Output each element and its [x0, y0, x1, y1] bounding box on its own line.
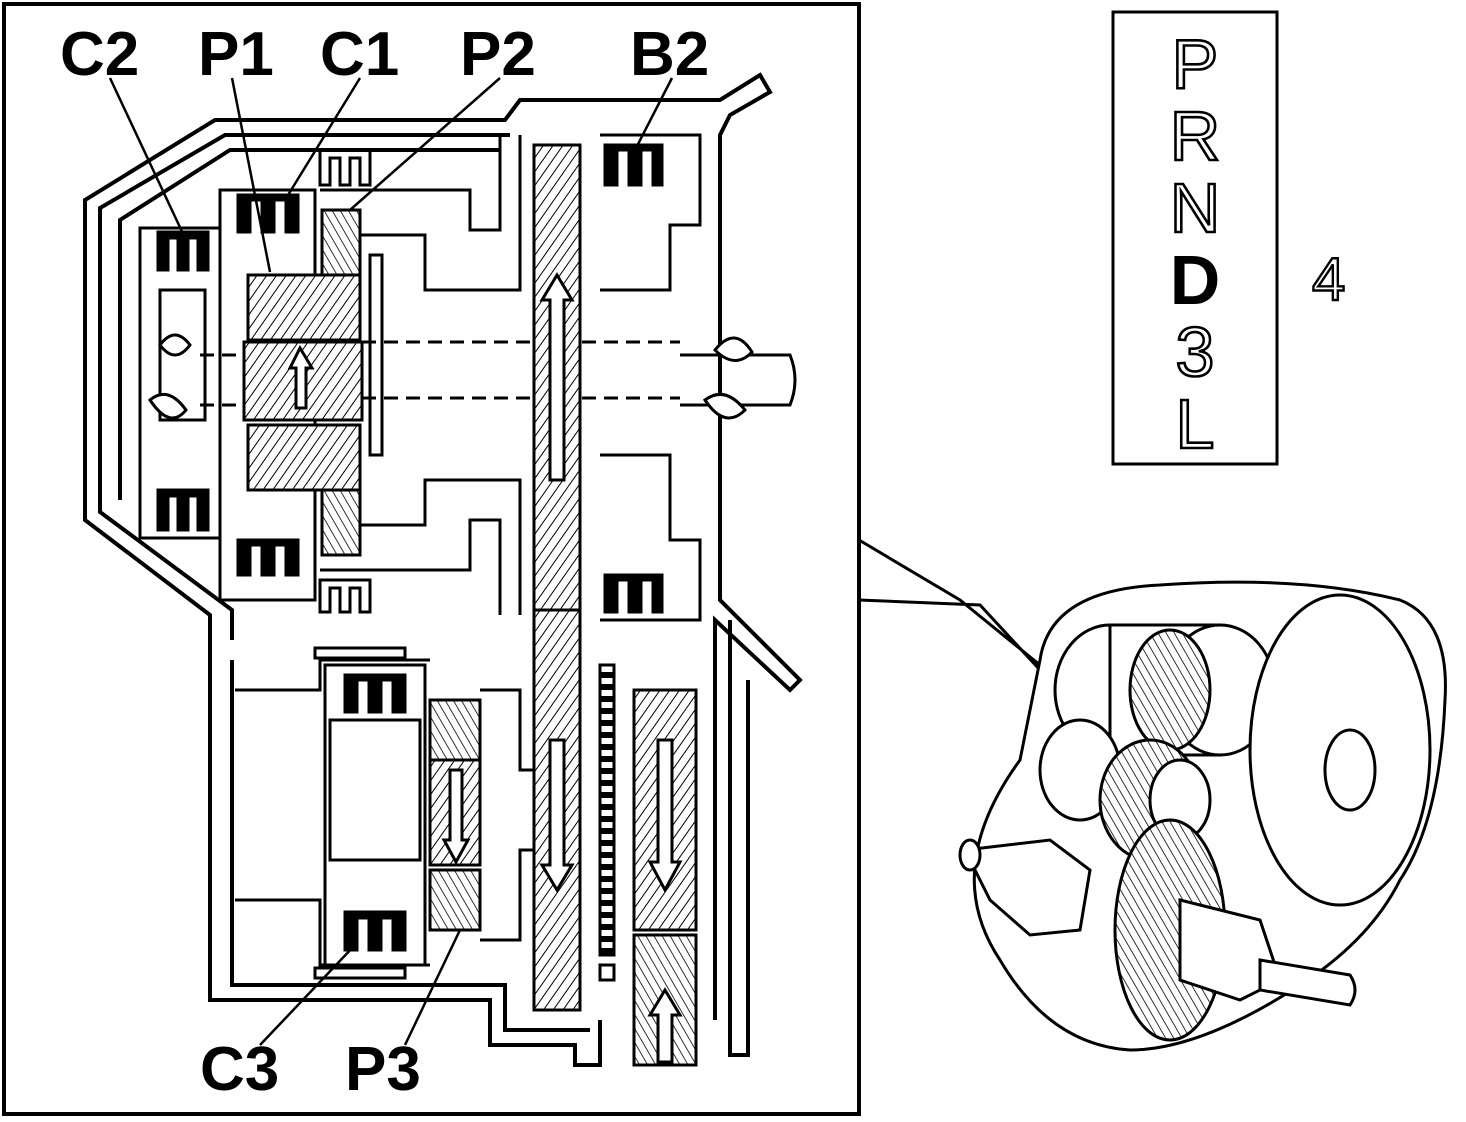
callout-pointer — [858, 538, 1042, 672]
rotation-arrow-left-upper — [158, 333, 192, 357]
label-p3: P3 — [345, 1035, 421, 1104]
rotation-arrow-left-lower — [148, 392, 188, 420]
rotation-indicators — [148, 333, 754, 420]
planet-p1-lower — [246, 423, 362, 492]
planet-p3-upper — [428, 698, 482, 762]
label-p2: P2 — [460, 20, 536, 89]
brake-b2-upper — [603, 143, 664, 187]
housing-outline — [83, 72, 803, 1067]
arrow-down-counter — [647, 738, 683, 894]
b2-brake — [600, 133, 702, 622]
clutch-c2-upper — [156, 230, 210, 272]
label-b2: B2 — [630, 20, 709, 89]
arrow-up-p1 — [287, 344, 315, 410]
label-c3: C3 — [200, 1035, 279, 1104]
planet-p2-upper — [320, 208, 362, 277]
arrow-down-center — [539, 738, 575, 893]
clutch-c2-lower — [156, 488, 210, 532]
clutch-c1-upper — [236, 193, 300, 234]
planet-p1-upper — [246, 273, 362, 342]
label-c1: C1 — [320, 20, 399, 89]
planet-p3-lower — [428, 868, 482, 932]
clutch-c3-lower — [343, 910, 407, 952]
selector-position-p: P — [1172, 25, 1219, 103]
selector-position-3: 3 — [1176, 313, 1215, 391]
lower-gearset — [235, 646, 534, 980]
rotation-arrow-right-upper — [712, 336, 754, 362]
selector-position-l: L — [1176, 385, 1215, 463]
transmission-3d-illustration — [958, 580, 1447, 1052]
label-p1: P1 — [198, 20, 274, 89]
gear-selector-box — [1111, 10, 1279, 466]
rotation-arrow-right-lower — [702, 392, 748, 420]
arrow-down-p3 — [441, 768, 471, 866]
input-shaft — [200, 340, 797, 407]
selector-position-d: D — [1170, 241, 1221, 319]
arrow-up-center — [539, 272, 575, 482]
arrow-up-output — [647, 987, 683, 1064]
brake-b2-lower — [603, 573, 664, 614]
selector-position-n: N — [1170, 169, 1221, 247]
clutch-c3-upper — [343, 673, 407, 714]
selector-position-r: R — [1170, 97, 1221, 175]
clutch-c1-lower — [236, 538, 300, 577]
label-leaders — [108, 77, 674, 1046]
counter-gear — [598, 663, 698, 1067]
gear-number: 4 — [1312, 246, 1345, 313]
label-c2: C2 — [60, 20, 139, 89]
central-drive-gear — [287, 143, 582, 1012]
planet-p2-lower — [320, 488, 362, 557]
